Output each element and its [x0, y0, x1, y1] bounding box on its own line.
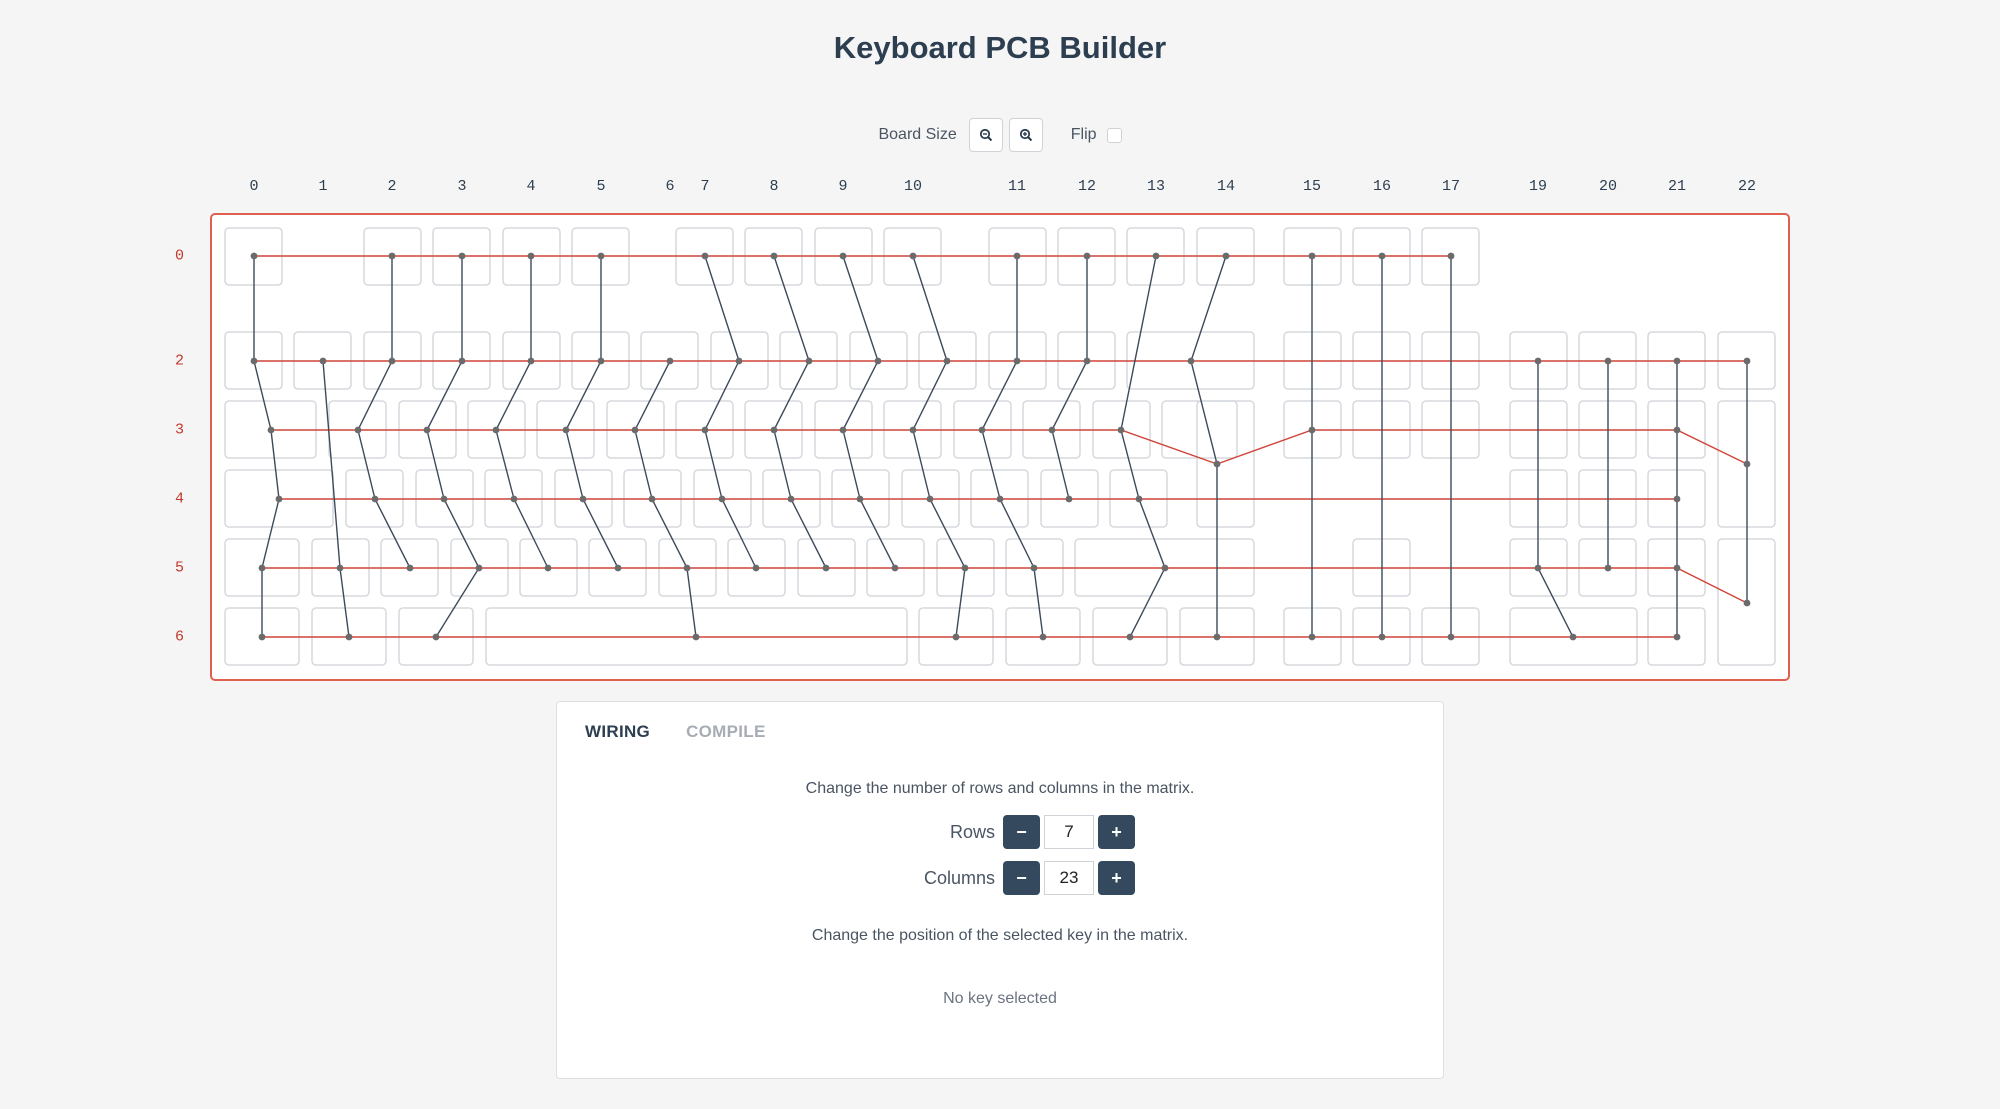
- rows-decrement-button[interactable]: −: [1003, 815, 1040, 849]
- column-number: 22: [1737, 178, 1757, 195]
- tab-bar: WIRING COMPILE: [585, 722, 766, 742]
- column-number: 7: [700, 178, 710, 195]
- flip-label: Flip: [1070, 126, 1097, 143]
- rows-increment-button[interactable]: +: [1098, 815, 1135, 849]
- column-number: 17: [1441, 178, 1461, 195]
- keyboard-board[interactable]: [210, 213, 1790, 681]
- flip-checkbox[interactable]: [1106, 127, 1122, 143]
- no-selection-text: No key selected: [943, 990, 1057, 1007]
- rows-input[interactable]: [1044, 815, 1094, 849]
- column-number: 8: [769, 178, 779, 195]
- zoom-out-icon: [979, 128, 992, 142]
- column-number: 10: [903, 178, 923, 195]
- column-number: 12: [1077, 178, 1097, 195]
- column-number: 14: [1216, 178, 1236, 195]
- columns-stepper: Columns − +: [557, 861, 1443, 895]
- row-number: 5: [175, 559, 185, 577]
- toolbar: Board Size Flip: [0, 117, 2000, 153]
- column-number: 19: [1528, 178, 1548, 195]
- matrix-hint: Change the number of rows and columns in…: [805, 780, 1195, 797]
- columns-label: Columns: [923, 867, 995, 888]
- row-number: 6: [175, 628, 185, 646]
- column-number: 13: [1146, 178, 1166, 195]
- rows-label: Rows: [949, 821, 995, 842]
- row-number: 3: [175, 421, 185, 439]
- zoom-in-icon: [1019, 128, 1032, 142]
- column-number: 16: [1372, 178, 1392, 195]
- column-number: 15: [1302, 178, 1322, 195]
- tab-compile[interactable]: COMPILE: [686, 722, 766, 741]
- tab-wiring[interactable]: WIRING: [585, 722, 651, 741]
- rows-stepper: Rows − +: [557, 815, 1443, 849]
- board-size-label: Board Size: [878, 126, 957, 143]
- page-title: Keyboard PCB Builder: [833, 30, 1167, 65]
- settings-panel: WIRING COMPILE Change the number of rows…: [556, 701, 1444, 1079]
- row-number: 2: [175, 352, 185, 370]
- column-number: 5: [596, 178, 606, 195]
- row-number: 0: [175, 247, 185, 265]
- column-number: 21: [1667, 178, 1687, 195]
- zoom-out-button[interactable]: [968, 118, 1003, 152]
- column-number: 6: [665, 178, 675, 195]
- columns-input[interactable]: [1044, 861, 1094, 895]
- column-number: 2: [387, 178, 397, 195]
- column-number: 3: [457, 178, 467, 195]
- column-number: 4: [526, 178, 536, 195]
- column-number: 0: [249, 178, 259, 195]
- columns-increment-button[interactable]: +: [1098, 861, 1135, 895]
- row-number: 4: [175, 490, 185, 508]
- column-number: 9: [838, 178, 848, 195]
- column-number: 11: [1007, 178, 1027, 195]
- position-hint: Change the position of the selected key …: [811, 927, 1189, 944]
- column-number: 20: [1598, 178, 1618, 195]
- column-number: 1: [318, 178, 328, 195]
- columns-decrement-button[interactable]: −: [1003, 861, 1040, 895]
- zoom-in-button[interactable]: [1008, 118, 1043, 152]
